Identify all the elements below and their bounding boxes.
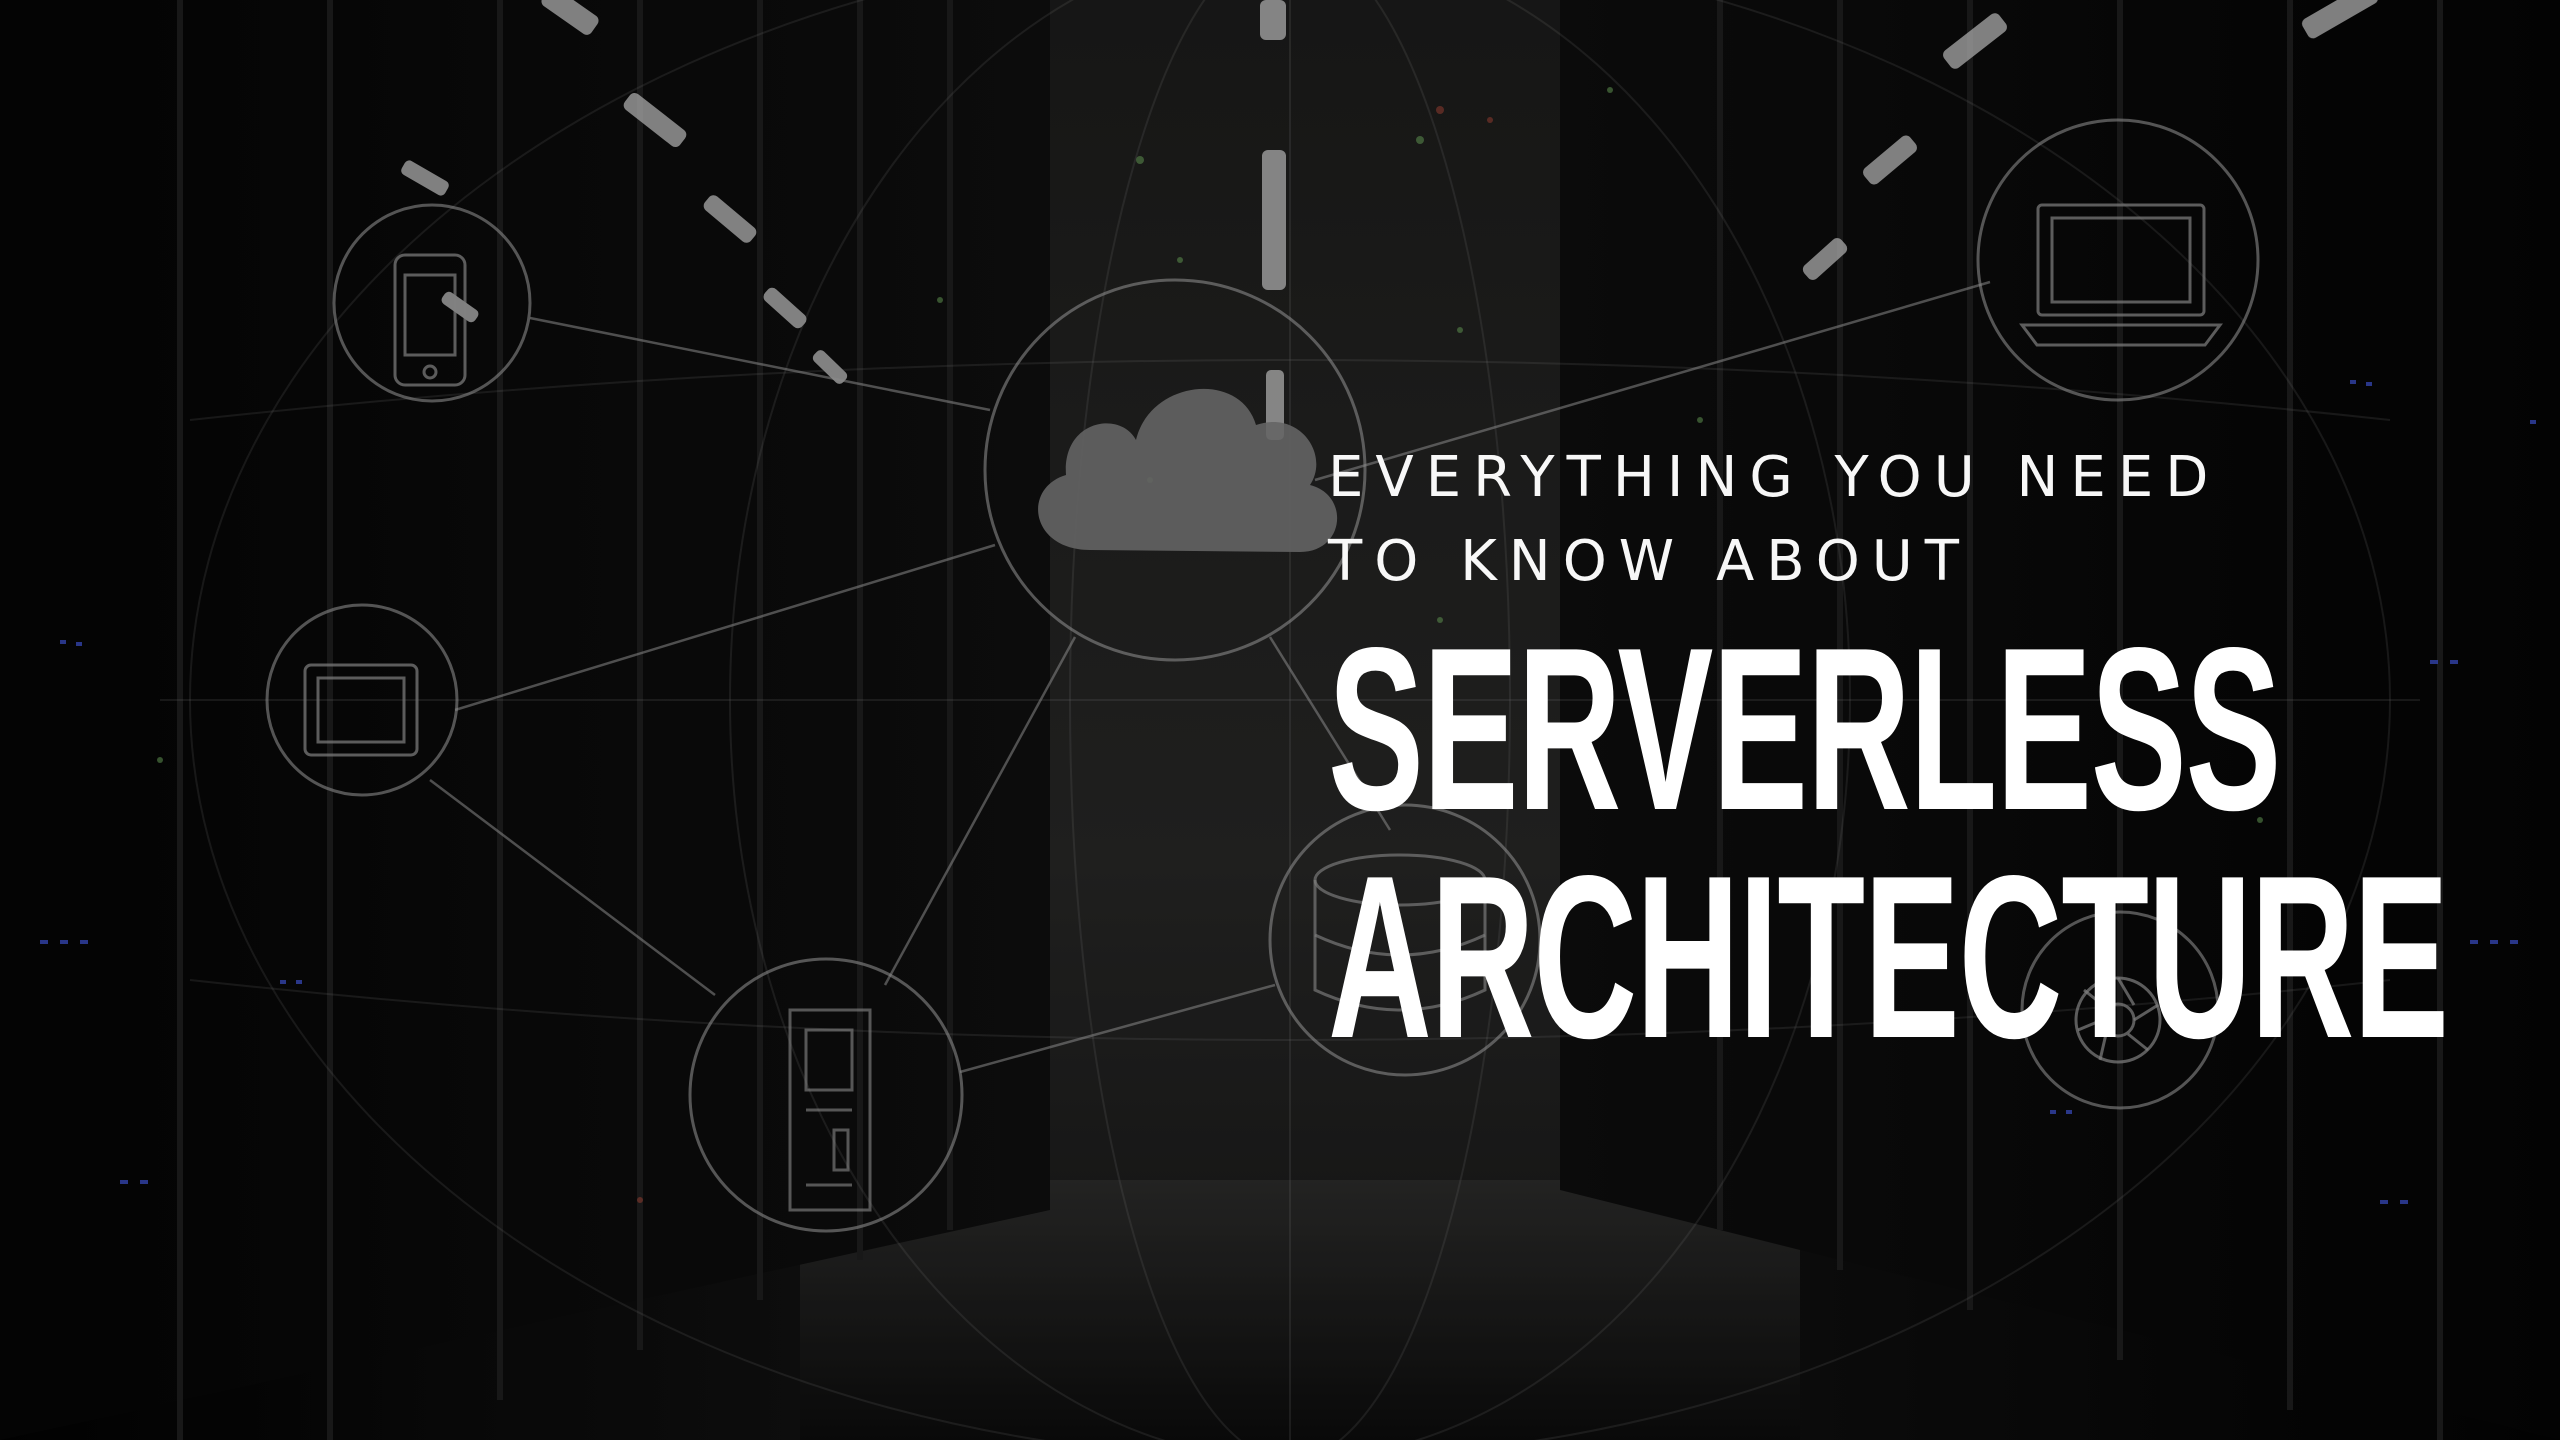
server-status-leds (40, 87, 2536, 1204)
headline-kicker-line-2: TO KNOW ABOUT (1328, 529, 1971, 594)
smartphone-icon (393, 253, 467, 387)
globe-grid (160, 0, 2420, 1440)
database-icon (1313, 853, 1487, 1012)
left-server-racks (0, 0, 1050, 1440)
camera-aperture-icon (2074, 976, 2162, 1064)
network-nodes (265, 118, 2260, 1233)
headline: EVERYTHING YOU NEED TO KNOW ABOUT SERVER… (1328, 436, 2528, 1087)
server-tower-icon (788, 1008, 872, 1212)
laptop-icon (2019, 203, 2223, 347)
cloud-icon (1038, 388, 1338, 552)
tablet-icon (303, 663, 419, 757)
rack-dividers (177, 0, 2443, 1440)
ceiling-lights (401, 0, 2378, 440)
network-connections (429, 280, 1991, 1074)
headline-kicker-line-1: EVERYTHING YOU NEED (1328, 445, 2221, 510)
headline-title-line-1: SERVERLESS (1328, 600, 2281, 859)
right-server-racks (1560, 0, 2560, 1440)
headline-title-line-2: ARCHITECTURE (1328, 828, 2449, 1087)
